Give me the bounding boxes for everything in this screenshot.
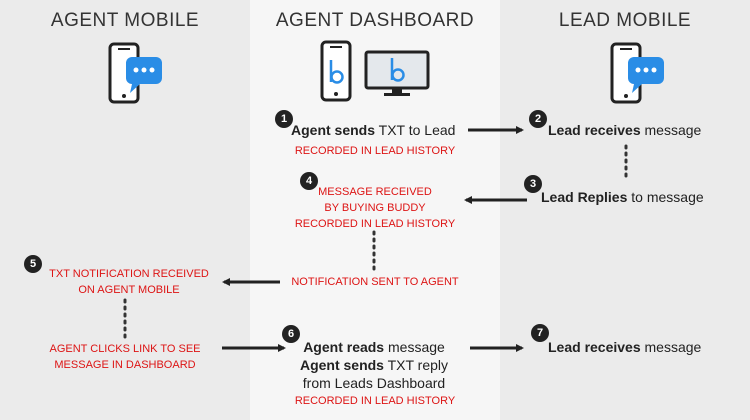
step-1-note: RECORDED IN LEAD HISTORY	[294, 145, 456, 157]
step-6-note: RECORDED IN LEAD HISTORY	[294, 395, 456, 407]
column-title-agent-mobile: AGENT MOBILE	[50, 10, 200, 31]
step-6-line-1-bold: Agent reads	[303, 339, 385, 355]
step-badge: 6	[282, 325, 300, 343]
step-badge: 5	[24, 255, 42, 273]
agent-clicks-note-line: MESSAGE IN DASHBOARD	[54, 359, 196, 371]
step-4-note: MESSAGE RECEIVED BY BUYING BUDDY RECORDE…	[285, 184, 465, 232]
step-6-line-1: Agent reads message	[285, 339, 463, 355]
step-3-rest: to message	[627, 189, 704, 205]
lead-phone-chat-icon	[610, 42, 664, 104]
agent-clicks-note-line: AGENT CLICKS LINK TO SEE	[49, 343, 201, 355]
step-6-line-1-rest: message	[384, 339, 445, 355]
step-7-text: Lead receives message	[548, 339, 701, 355]
step-badge: 7	[531, 324, 549, 342]
step-6-line-2: Agent sends TXT reply	[285, 357, 463, 373]
step-1-bold: Agent sends	[291, 122, 376, 138]
step-badge: 4	[300, 172, 318, 190]
step-3-bold: Lead Replies	[541, 189, 628, 205]
step-badge: 1	[275, 110, 293, 128]
notification-sent-note: NOTIFICATION SENT TO AGENT	[291, 276, 459, 288]
agent-clicks-note: AGENT CLICKS LINK TO SEE MESSAGE IN DASH…	[30, 341, 220, 373]
column-title-agent-dashboard: AGENT DASHBOARD	[275, 10, 475, 31]
step-5-note-line: TXT NOTIFICATION RECEIVED	[49, 268, 209, 280]
step-1-text: Agent sends TXT to Lead	[291, 122, 455, 138]
step-badge: 2	[529, 110, 547, 128]
step-7-rest: message	[640, 339, 702, 355]
step-4-note-line: RECORDED IN LEAD HISTORY	[294, 218, 456, 230]
step-1-rest: TXT to Lead	[375, 122, 456, 138]
step-5-note: TXT NOTIFICATION RECEIVED ON AGENT MOBIL…	[34, 266, 224, 298]
step-7-bold: Lead receives	[548, 339, 641, 355]
step-6-line-2-bold: Agent sends	[299, 357, 384, 373]
step-4-note-line: MESSAGE RECEIVED	[318, 186, 432, 198]
step-3-text: Lead Replies to message	[541, 189, 704, 205]
step-badge: 3	[524, 175, 542, 193]
step-4-note-line: BY BUYING BUDDY	[324, 202, 426, 214]
step-2-rest: message	[640, 122, 702, 138]
dashboard-monitor-logo-icon	[364, 50, 430, 96]
step-2-text: Lead receives message	[548, 122, 701, 138]
step-5-note-line: ON AGENT MOBILE	[78, 284, 180, 296]
agent-phone-chat-icon	[108, 42, 162, 104]
column-title-lead-mobile: LEAD MOBILE	[558, 10, 692, 31]
step-6-line-2-rest: TXT reply	[383, 357, 449, 373]
step-6-line-3: from Leads Dashboard	[302, 375, 446, 391]
step-2-bold: Lead receives	[548, 122, 641, 138]
dashboard-phone-logo-icon	[320, 40, 352, 102]
